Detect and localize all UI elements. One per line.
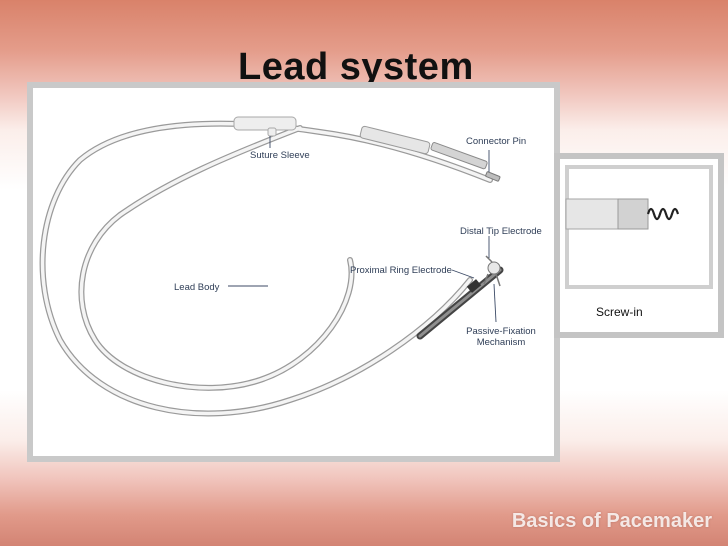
screw-in-caption: Screw-in	[596, 305, 643, 319]
suture-sleeve-part	[233, 116, 297, 137]
slide-title: Lead system	[238, 46, 474, 88]
suture-sleeve-label: Suture Sleeve	[250, 150, 310, 161]
screw-in-tip-part	[565, 198, 680, 230]
slide-footer: Basics of Pacemaker	[511, 510, 712, 532]
passive-fixation-label: Passive-Fixation Mechanism	[466, 326, 536, 348]
lead-body-tube	[39, 120, 493, 417]
leader-lines	[228, 136, 497, 323]
lead-body-label: Lead Body	[174, 282, 220, 293]
passive-fixation-label-line2: Mechanism	[476, 337, 526, 348]
connector-pin-part	[359, 125, 501, 182]
proximal-ring-electrode-label: Proximal Ring Electrode	[350, 265, 452, 276]
distal-electrode-part	[416, 255, 504, 340]
passive-fixation-label-line1: Passive-Fixation	[466, 326, 536, 337]
connector-pin-label: Connector Pin	[466, 136, 527, 147]
distal-tip-electrode-label: Distal Tip Electrode	[460, 226, 542, 237]
